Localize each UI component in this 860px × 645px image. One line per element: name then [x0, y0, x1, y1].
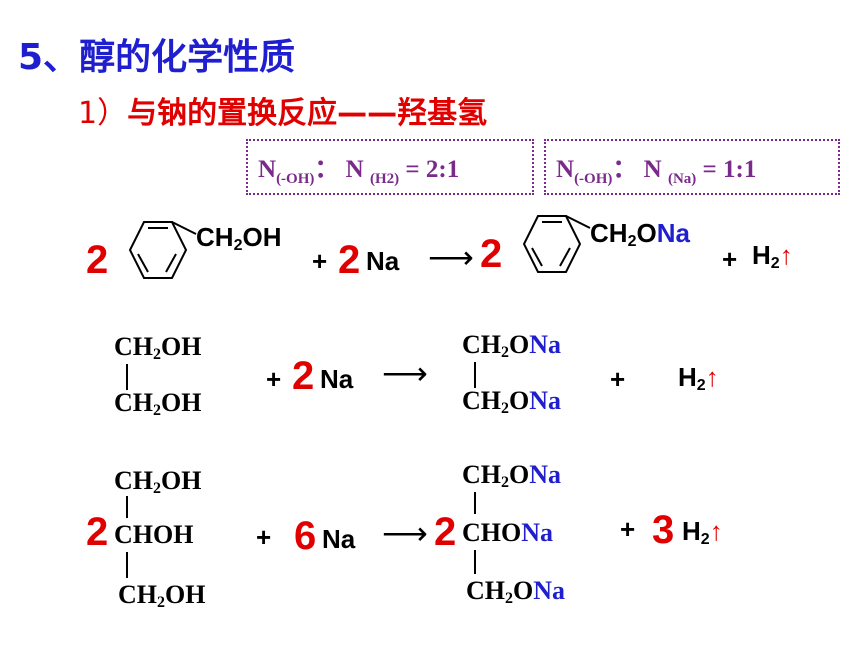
section-subtitle: 1）与钠的置换反应——羟基氢 [78, 88, 487, 132]
r2-left-bottom: CH2OH [114, 388, 202, 419]
r1-right-substituent: CH2ONa [590, 218, 690, 250]
r1-left-substituent: CH2OH [196, 222, 282, 254]
r1-plus-1: + [312, 246, 328, 276]
r3-arrow: ⟶ [382, 515, 428, 551]
title-text: 醇的化学性质 [79, 37, 296, 78]
r2-left-top: CH2OH [114, 332, 202, 363]
r3-coef-h2: 3 [652, 508, 675, 552]
r3-coef-left: 2 [86, 510, 109, 554]
r3-left-top: CH2OH [114, 466, 202, 497]
r1-hydrogen: H2↑ [752, 240, 793, 272]
benzene-ring-icon [522, 215, 591, 273]
r3-left-middle: CHOH [114, 520, 194, 549]
subtitle-number: 1） [78, 96, 128, 131]
r1-coef-na: 2 [338, 238, 361, 282]
r2-na: Na [320, 364, 354, 394]
r2-right-bond [474, 362, 476, 388]
title-number: 5、 [18, 37, 80, 78]
r1-plus-2: + [722, 244, 738, 274]
r2-plus-1: + [266, 364, 282, 394]
r3-coef-na: 6 [294, 514, 317, 558]
page-title: 5、醇的化学性质 [18, 28, 295, 80]
r1-coef-left: 2 [86, 238, 109, 282]
r3-plus-1: + [256, 522, 272, 552]
ratio-oh-na: N(-OH)： N (Na) = 1:1 [556, 156, 757, 187]
r1-na: Na [366, 246, 400, 276]
r1-arrow: ⟶ [428, 239, 474, 275]
r2-coef-na: 2 [292, 354, 315, 398]
r3-left-bottom: CH2OH [118, 580, 206, 611]
r2-plus-2: + [610, 364, 626, 394]
r1-coef-right: 2 [480, 232, 503, 276]
r3-left-bond-1 [126, 496, 128, 518]
r3-right-bond-1 [474, 492, 476, 514]
ratio-box-oh-na: N(-OH)： N (Na) = 1:1 [544, 139, 840, 195]
r3-coef-right: 2 [434, 510, 457, 554]
r2-right-bottom: CH2ONa [462, 386, 562, 417]
r3-right-top: CH2ONa [462, 460, 562, 491]
r3-left-bond-2 [126, 552, 128, 578]
r3-hydrogen: H2↑ [682, 516, 723, 548]
r3-na: Na [322, 524, 356, 554]
r2-arrow: ⟶ [382, 355, 428, 391]
subtitle-text: 与钠的置换反应——羟基氢 [127, 96, 488, 131]
r3-right-middle: CHONa [462, 518, 554, 547]
r3-plus-2: + [620, 514, 636, 544]
ratio-oh-h2: N(-OH)： N (H2) = 2:1 [258, 156, 460, 187]
r2-right-top: CH2ONa [462, 330, 562, 361]
r3-right-bottom: CH2ONa [466, 576, 566, 607]
ratio-box-oh-h2: N(-OH)： N (H2) = 2:1 [246, 139, 534, 195]
r3-right-bond-2 [474, 550, 476, 574]
r2-left-bond [126, 364, 128, 390]
r2-hydrogen: H2↑ [678, 362, 719, 394]
benzene-ring-icon [128, 221, 197, 279]
